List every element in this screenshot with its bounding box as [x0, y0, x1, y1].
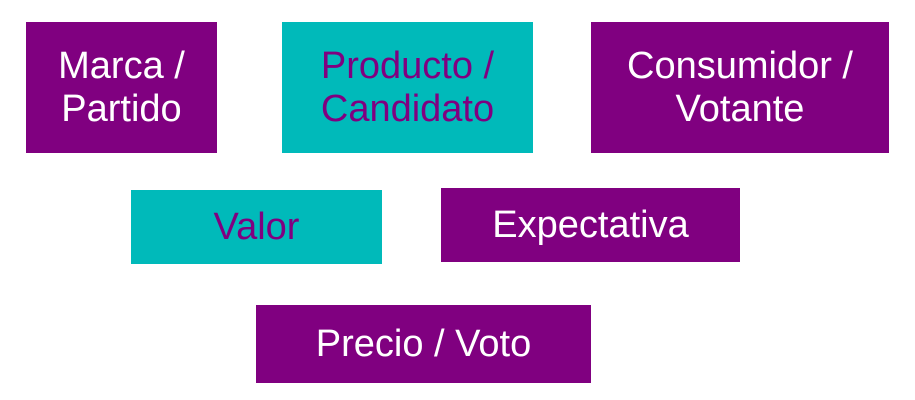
box-precio-voto: Precio / Voto	[256, 305, 591, 383]
box-label: Marca / Partido	[58, 44, 185, 130]
box-label: Valor	[213, 205, 300, 248]
box-label: Expectativa	[492, 203, 689, 246]
box-label: Precio / Voto	[315, 322, 532, 365]
box-valor: Valor	[131, 190, 382, 264]
box-marca-partido: Marca / Partido	[26, 22, 217, 153]
box-expectativa: Expectativa	[441, 188, 740, 262]
box-label: Consumidor / Votante	[627, 44, 853, 130]
box-producto-candidato: Producto / Candidato	[282, 22, 533, 153]
box-label: Producto / Candidato	[320, 44, 495, 130]
box-consumidor-votante: Consumidor / Votante	[591, 22, 889, 153]
